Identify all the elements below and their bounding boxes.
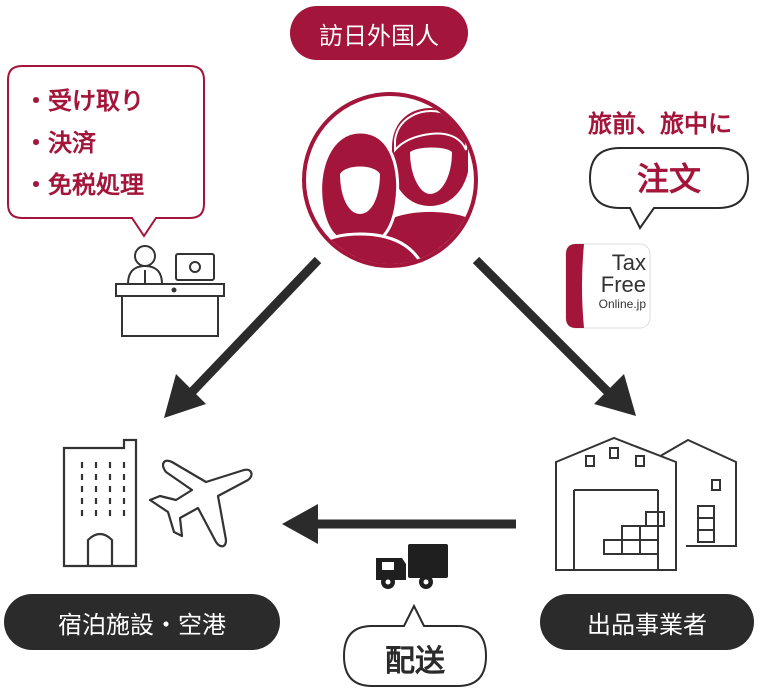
service-item-receive: ・受け取り <box>24 87 144 115</box>
services-list: ・受け取り ・決済 ・免税処理 <box>24 80 144 206</box>
taxfree-line-tax: Tax <box>611 250 646 275</box>
seller-label: 出品事業者 <box>587 610 707 639</box>
left-speech-bubble <box>7 65 205 238</box>
taxfree-logo <box>565 243 651 329</box>
warehouse-icon <box>555 436 737 571</box>
reception-desk-icon <box>115 245 225 337</box>
hotel-airport-label: 宿泊施設・空港 <box>58 610 226 639</box>
order-speech-bubble <box>588 147 750 230</box>
visitor-title-pill: 訪日外国人 <box>290 6 468 60</box>
arrow-delivery <box>282 504 516 544</box>
service-item-taxfree: ・免税処理 <box>24 171 144 199</box>
taxfree-line-free: Free <box>600 272 646 297</box>
airplane-icon <box>148 459 253 548</box>
delivery-speech-bubble <box>342 603 488 687</box>
delivery-label: 配送 <box>385 644 445 679</box>
hotel-airport-pill: 宿泊施設・空港 <box>4 594 280 650</box>
order-caption: 旅前、旅中に <box>588 110 732 138</box>
taxfree-logo-text: Tax Free Online.jp <box>586 250 646 311</box>
seller-pill: 出品事業者 <box>540 594 754 650</box>
people-icon <box>302 92 478 268</box>
arrow-to-right <box>472 256 636 416</box>
taxfree-line-online: Online.jp <box>598 297 646 311</box>
service-item-payment: ・決済 <box>24 129 96 157</box>
truck-icon <box>376 544 448 589</box>
hotel-building-icon <box>62 438 138 568</box>
order-label: 注文 <box>636 160 701 198</box>
visitor-title: 訪日外国人 <box>319 21 439 50</box>
arrow-to-left <box>164 256 322 418</box>
